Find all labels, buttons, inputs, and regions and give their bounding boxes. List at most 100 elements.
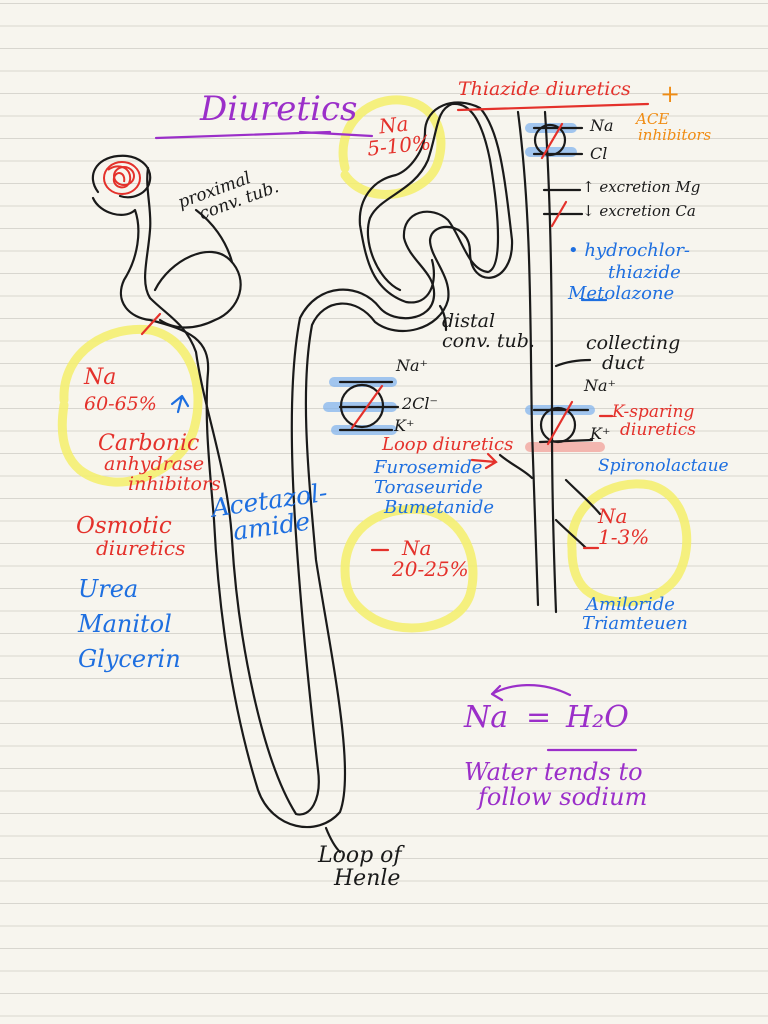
drug-hydrochlor: • hydrochlor- (568, 240, 691, 261)
collecting-na-percent: 1-3% (598, 525, 650, 549)
cross-ca (550, 200, 568, 228)
blocking-crosses (140, 122, 574, 446)
loop-ion-na: Na⁺ (396, 356, 428, 375)
k-sparing-line-2: diuretics (620, 419, 696, 440)
arrow-collecting-k (538, 438, 594, 444)
annotation-marks (154, 102, 650, 752)
tubule-outer-wall (91, 101, 514, 829)
thiazide-diuretics-label: Thiazide diuretics (458, 78, 631, 100)
glomerulus-scribble (107, 165, 132, 189)
ace-inhibitors: ACE inhibitors (636, 110, 712, 144)
drug-manitol: Manitol (78, 609, 172, 638)
proximal-na: Na 60-65% (84, 366, 157, 415)
water-follows-line-1: Water tends to (464, 758, 643, 786)
carbonic-anhydrase-inhibitors: Carbonic anhydrase inhibitors (98, 432, 221, 495)
drug-urea: Urea (78, 575, 139, 603)
collecting-na-reabsorption: Na 1-3% (598, 506, 649, 548)
cross-proximal (140, 312, 162, 336)
label-pointer-distal (438, 304, 448, 332)
cross-collecting (546, 400, 574, 446)
glomerulus-capsule (91, 154, 152, 199)
collecting-drug-list: Amiloride Triamteuen (582, 594, 688, 634)
proximal-loop (153, 250, 242, 329)
collecting-ion-na: Na⁺ (584, 376, 616, 395)
cross-loop (350, 384, 384, 430)
loop-diuretics-label: Loop diuretics (382, 434, 514, 455)
distal-ion-cl: Cl (590, 144, 608, 163)
distal-label-line-1: distal (442, 310, 496, 332)
drug-triamterene: Triamteuen (582, 612, 688, 634)
osmotic-drug-list: Urea Manitol Glycerin (78, 572, 181, 676)
ace-line-2: inhibitors (638, 125, 712, 144)
highlight-circle-collecting (567, 479, 692, 607)
collecting-branch-3 (554, 518, 588, 550)
drug-bumetanide: Bumetanide (384, 496, 495, 518)
distal-na-reabsorption: Na 5-10% (364, 111, 432, 160)
label-pointer-collecting (554, 358, 592, 368)
page-title: Diuretics (200, 89, 358, 129)
loop-na-percent: 20-25% (392, 557, 469, 581)
transporter-highlights (323, 123, 605, 452)
collecting-na-label: Na (598, 504, 628, 528)
proximal-na-percent: 60-65% (84, 393, 157, 416)
excretion-ca: ↓ excretion Ca (582, 202, 696, 220)
collecting-label: collecting duct (586, 332, 681, 374)
thiazide-underline (456, 102, 650, 112)
cross-distal (540, 122, 564, 160)
drug-glycerin: Glycerin (78, 644, 181, 673)
drug-torasemide: Toraseuride (374, 476, 483, 498)
highlight-circles (57, 95, 692, 633)
equation-water: H₂O (566, 700, 629, 735)
loop-na-label: Na (402, 536, 432, 560)
collecting-branch-2 (564, 478, 602, 516)
loop-ion-k: K⁺ (394, 416, 415, 435)
equation-na: Na (464, 700, 509, 735)
equation-equals: = (526, 700, 552, 735)
loop-ion-cl: 2Cl⁻ (402, 394, 438, 413)
drug-spironolactone: Spironolactaue (598, 456, 729, 476)
thiazide-drug-list: • hydrochlor- thiazide Metolazone (568, 240, 690, 305)
drug-metolazone: Metolazone (568, 283, 675, 305)
carbonic-line-1: Carbonic (98, 431, 200, 456)
glomerulus (103, 161, 141, 195)
water-follows-sodium: Water tends to follow sodium (464, 758, 648, 812)
loop-of-henle-line-2: Henle (334, 866, 401, 892)
collecting-label-line-1: collecting (586, 332, 681, 354)
label-pointer-loop (324, 826, 342, 854)
collecting-duct-right (543, 110, 558, 614)
collecting-branch-1 (498, 453, 534, 480)
highlight-circle-proximal (57, 324, 203, 487)
glomerulus-ball (103, 161, 141, 195)
osmotic-line-1: Osmotic (76, 513, 172, 539)
highlight-circle-distal (338, 95, 446, 199)
proximal-na-label: Na (84, 365, 117, 390)
na-up-arrow-proximal (170, 394, 190, 414)
loop-drug-list: Furosemide Toraseuride Bumetanide (374, 458, 494, 517)
na-water-arrow (490, 684, 572, 702)
collecting-ion-k: K⁺ (590, 424, 611, 443)
drug-furosemide: Furosemide (374, 457, 483, 478)
k-sparing-diuretics: K-sparing diuretics (612, 402, 696, 440)
osmotic-diuretics: Osmotic diuretics (76, 514, 185, 559)
distal-label: distal conv. tub. (442, 310, 535, 352)
distal-label-line-2: conv. tub. (442, 329, 535, 352)
transporters (338, 123, 594, 444)
distal-ion-na: Na (590, 116, 614, 135)
label-pointer-proximal (194, 208, 234, 264)
collecting-duct-left (516, 110, 540, 607)
osmotic-line-2: diuretics (96, 536, 186, 561)
k-sparing-line-1: K-sparing (612, 402, 695, 422)
loop-of-henle-label: Loop of Henle (318, 844, 402, 890)
tubule-inner-wall (144, 102, 500, 816)
nephron-tubule (91, 101, 602, 854)
drug-amiloride: Amiloride (586, 594, 675, 615)
water-follows-line-2: follow sodium (478, 783, 648, 812)
loop-arrow (470, 452, 498, 470)
collecting-label-line-2: duct (602, 351, 645, 374)
highlight-circle-loop (340, 504, 478, 633)
excretion-mg: ↑ excretion Mg (582, 178, 701, 196)
carbonic-line-2: anhydrase (104, 453, 205, 476)
ace-line-1: ACE (636, 110, 670, 128)
